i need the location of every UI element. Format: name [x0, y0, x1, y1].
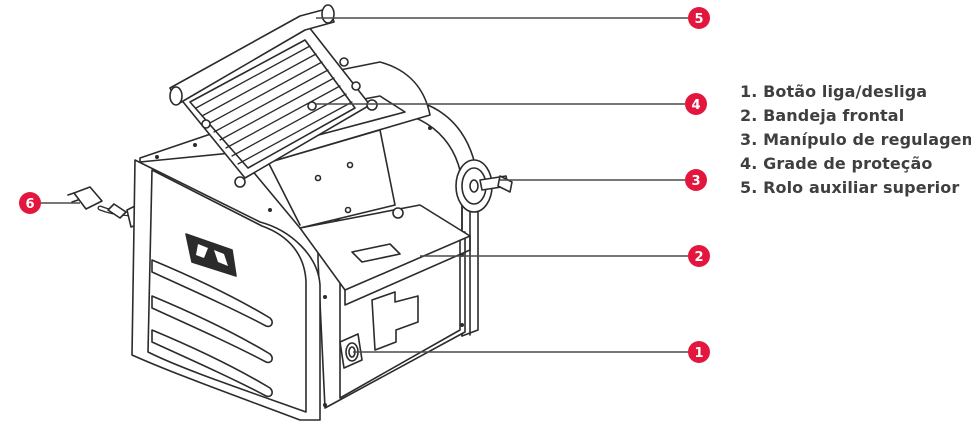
power-switch: [339, 333, 363, 369]
svg-text:6: 6: [25, 197, 34, 212]
callout-badge-2: 2: [688, 245, 710, 267]
legend-item: 5. Rolo auxiliar superior: [740, 178, 960, 197]
svg-text:2: 2: [694, 250, 703, 265]
callout-badge-5: 5: [688, 7, 710, 29]
callout-badges: 1 2 3 4 5 6: [19, 7, 710, 363]
protection-grid: [174, 21, 378, 188]
legend-item: 2. Bandeja frontal: [740, 106, 905, 125]
front-body: [131, 159, 321, 421]
rivets: [155, 126, 464, 407]
power-cord: [67, 186, 140, 228]
legend-item: 1. Botão liga/desliga: [740, 82, 928, 101]
callout-badge-3: 3: [685, 169, 707, 191]
parts-legend: 1. Botão liga/desliga 2. Bandeja frontal…: [740, 80, 971, 200]
svg-text:1: 1: [694, 346, 703, 361]
machine-illustration: [67, 4, 513, 421]
kb-logo: [185, 233, 237, 277]
svg-text:4: 4: [691, 98, 700, 113]
callout-badge-6: 6: [19, 192, 41, 214]
adjustment-handwheel: [455, 159, 513, 213]
callout-badge-4: 4: [685, 93, 707, 115]
svg-text:3: 3: [691, 174, 700, 189]
front-tray: [299, 204, 471, 306]
callout-badge-1: 1: [688, 341, 710, 363]
legend-item: 4. Grade de proteção: [740, 154, 933, 173]
callout-leaders: [38, 17, 688, 353]
legend-item: 3. Manípulo de regulagem: [740, 130, 971, 149]
svg-text:5: 5: [694, 12, 703, 27]
